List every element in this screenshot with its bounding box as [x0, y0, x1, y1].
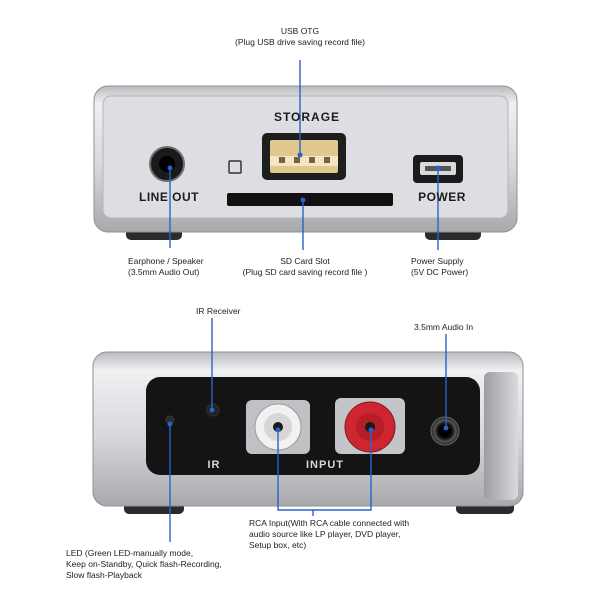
- rca-input-callout: RCA Input(With RCA cable connected with …: [249, 518, 469, 551]
- line-out-jack-hole: [159, 156, 175, 172]
- usb-otg-callout: USB OTG (Plug USB drive saving record fi…: [200, 26, 400, 48]
- led-callout-line3: Slow flash-Playback: [66, 570, 143, 580]
- callout-line-rca: [277, 430, 372, 511]
- earphone-callout-line2: (3.5mm Audio Out): [128, 267, 200, 277]
- power-callout-line2: (5V DC Power): [411, 267, 469, 277]
- rca-callout-line1: RCA Input(With RCA cable connected with: [249, 518, 410, 528]
- led-callout-line2: Keep on-Standby, Quick flash-Recording,: [66, 559, 222, 569]
- bottom-device: [92, 351, 524, 514]
- usb-otg-title: USB OTG: [280, 26, 320, 36]
- ir-receiver-callout-text: IR Receiver: [196, 306, 241, 316]
- bottom-device-side: [484, 372, 518, 500]
- top-device: [93, 85, 518, 240]
- earphone-callout-line1: Earphone / Speaker: [128, 256, 204, 266]
- power-callout-line1: Power Supply: [411, 256, 464, 266]
- line-out-label: LINE OUT: [139, 190, 199, 204]
- sd-card-callout-line2: (Plug SD card saving record file ): [242, 267, 368, 277]
- callout-lines: [169, 60, 447, 542]
- power-label: POWER: [418, 190, 466, 204]
- ir-label: IR: [208, 459, 221, 471]
- audio-in-callout-text: 3.5mm Audio In: [414, 322, 474, 332]
- sd-card-callout-line1: SD Card Slot: [280, 256, 330, 266]
- usb-port-tongue: [270, 156, 338, 166]
- led-callout-line1: LED (Green LED-manually mode,: [66, 548, 194, 558]
- power-callout: Power Supply (5V DC Power): [411, 256, 531, 278]
- usb-otg-description: (Plug USB drive saving record file): [235, 37, 365, 47]
- input-label: INPUT: [306, 459, 344, 471]
- ir-receiver-callout: IR Receiver: [196, 306, 296, 317]
- sd-card-callout: SD Card Slot (Plug SD card saving record…: [226, 256, 384, 278]
- storage-label: STORAGE: [274, 110, 340, 124]
- rca-callout-line3: Setup box, etc): [249, 540, 307, 550]
- storage-indicator-icon: [228, 160, 242, 174]
- audio-in-callout: 3.5mm Audio In: [414, 322, 534, 333]
- earphone-callout: Earphone / Speaker (3.5mm Audio Out): [128, 256, 268, 278]
- led-callout: LED (Green LED-manually mode, Keep on-St…: [66, 548, 286, 581]
- sd-card-slot[interactable]: [227, 193, 393, 206]
- rca-callout-line2: audio source like LP player, DVD player,: [249, 529, 401, 539]
